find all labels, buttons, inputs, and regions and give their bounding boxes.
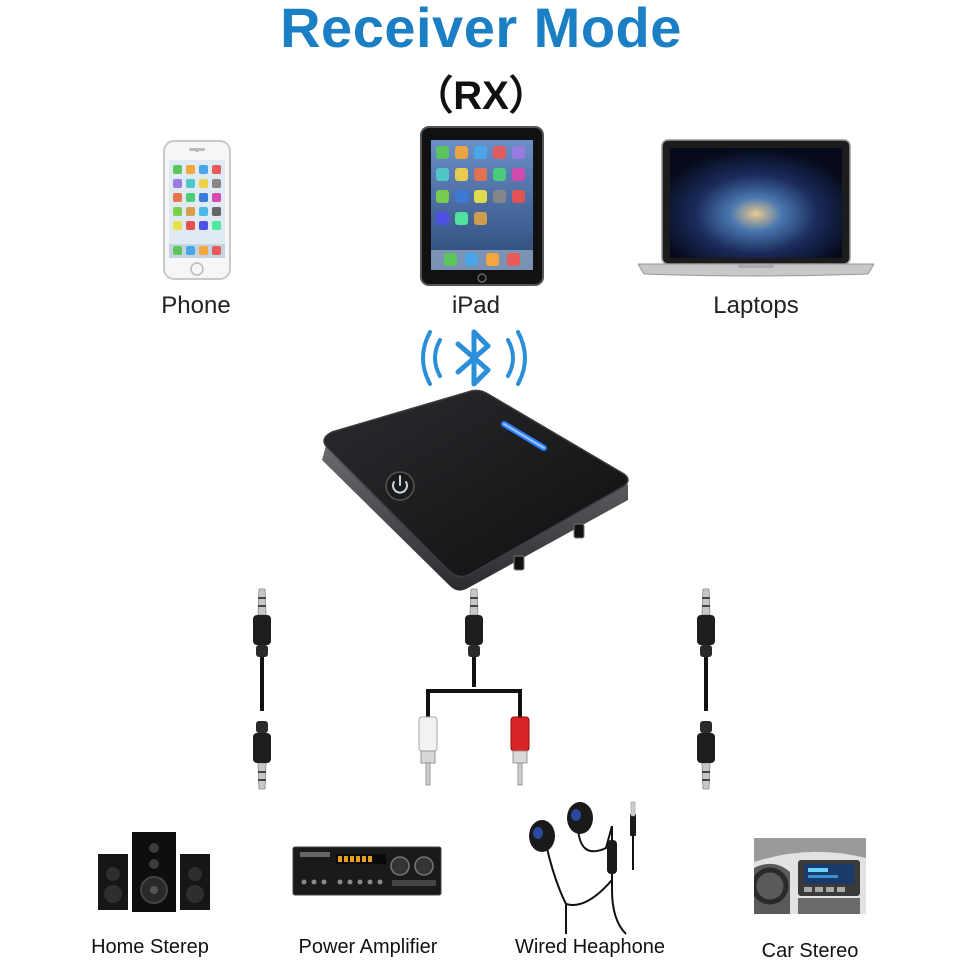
car-stereo-label: Car Stereo <box>761 940 859 962</box>
rca-red-plug <box>510 716 530 786</box>
bluetooth-receiver-device <box>318 388 634 598</box>
home-stereo-label: Home Sterep <box>91 936 209 958</box>
rca-white-plug <box>418 716 438 786</box>
power-icon <box>385 471 415 501</box>
phone-image <box>163 140 231 280</box>
ipad-image <box>420 126 544 286</box>
laptop-image <box>638 138 874 278</box>
power-amplifier-image <box>292 846 442 896</box>
page-title: Receiver Mode <box>280 0 682 59</box>
home-stereo-image <box>96 830 212 914</box>
audio-cables <box>0 585 962 795</box>
phone-label: Phone <box>161 292 231 319</box>
ipad-label: iPad <box>451 292 501 319</box>
wired-headphone-image <box>526 800 646 936</box>
power-amplifier-label: Power Amplifier <box>298 936 438 958</box>
mode-subtitle: （RX） <box>413 74 549 118</box>
car-stereo-image <box>754 838 866 914</box>
bluetooth-icon <box>416 322 532 394</box>
laptops-label: Laptops <box>713 292 799 319</box>
wired-headphone-label: Wired Heaphone <box>514 936 666 958</box>
